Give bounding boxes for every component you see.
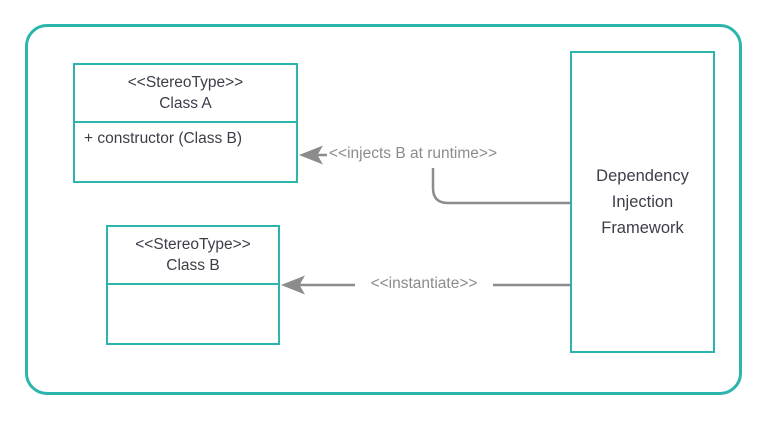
framework-label-line1: Dependency [596, 167, 689, 185]
class-a-box: <<StereoType>> Class A + constructor (Cl… [73, 63, 298, 183]
class-a-header: <<StereoType>> Class A [75, 65, 296, 123]
class-b-name: Class B [166, 257, 220, 274]
framework-box: Dependency Injection Framework [570, 51, 715, 353]
class-a-member: + constructor (Class B) [84, 130, 243, 147]
framework-label: Dependency Injection Framework [596, 163, 689, 241]
class-b-stereotype: <<StereoType>> [135, 236, 251, 253]
class-a-stereotype: <<StereoType>> [127, 74, 244, 91]
class-a-name: Class A [159, 95, 212, 112]
framework-label-line3: Framework [601, 219, 684, 237]
diagram-border [25, 24, 742, 395]
injects-edge-label: <<injects B at runtime>> [329, 145, 498, 162]
class-b-box: <<StereoType>> Class B [106, 225, 280, 345]
class-a-body: + constructor (Class B) [75, 123, 296, 148]
instantiate-edge-label: <<instantiate>> [370, 275, 478, 292]
class-b-header: <<StereoType>> Class B [108, 227, 278, 285]
framework-label-line2: Injection [611, 193, 674, 211]
